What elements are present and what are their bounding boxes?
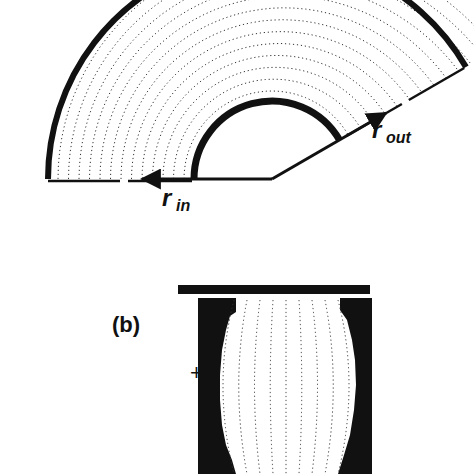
field-line (338, 300, 349, 474)
field-line (184, 91, 348, 179)
panel-label: (b) (112, 314, 140, 336)
field-line (132, 32, 410, 179)
radius-subscript: in (176, 198, 190, 214)
field-line (90, 0, 459, 179)
field-line (255, 300, 261, 474)
right-electrode (338, 298, 372, 474)
radius-arrow (142, 178, 272, 181)
plus-sign: + (190, 362, 203, 384)
field-lines (223, 300, 349, 474)
outer-electrode (48, 0, 466, 179)
left-electrode (198, 298, 236, 474)
field-line (111, 8, 435, 179)
field-line (174, 79, 361, 179)
radius-symbol: r (372, 118, 381, 142)
field-line (312, 300, 318, 474)
top-plate (178, 285, 370, 294)
field-line (325, 300, 333, 474)
radius-symbol: r (162, 186, 171, 210)
field-line (121, 20, 422, 179)
field-lines (58, 0, 474, 179)
field-line (223, 300, 234, 474)
radius-subscript: out (386, 130, 411, 146)
inner-electrode (194, 101, 340, 179)
field-line (69, 0, 474, 179)
field-line (239, 300, 247, 474)
radius-arrow (272, 113, 386, 179)
field-line (142, 44, 397, 180)
field-line (79, 0, 471, 179)
field-line (270, 300, 273, 474)
end-plates (48, 68, 464, 181)
field-line (299, 300, 302, 474)
field-line (100, 0, 446, 179)
field-line (58, 0, 474, 179)
field-line (163, 67, 373, 179)
field-line (153, 56, 386, 180)
field-line (286, 300, 287, 474)
